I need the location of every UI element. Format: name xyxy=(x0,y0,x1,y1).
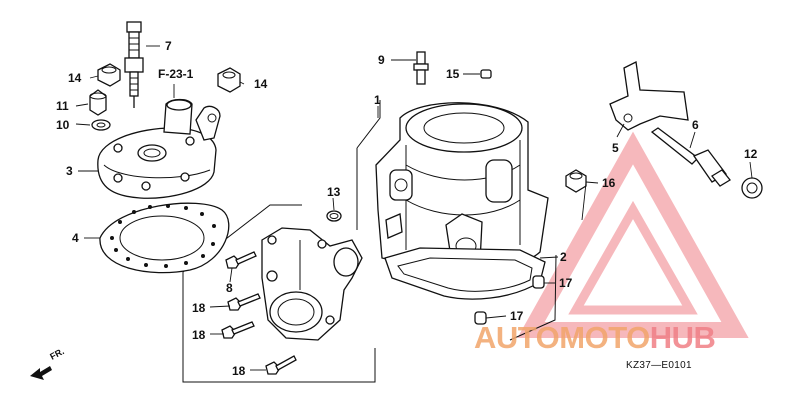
cylinder xyxy=(375,102,549,275)
callout-18-a: 18 xyxy=(192,301,206,315)
cap-nut-14-right xyxy=(217,67,241,93)
callout-6: 6 xyxy=(692,118,699,132)
bolt-8 xyxy=(225,251,257,269)
callout-5: 5 xyxy=(612,141,619,155)
spark-plug xyxy=(124,21,144,108)
dowel-pin-17-a xyxy=(532,275,545,289)
reference-label: F-23-1 xyxy=(158,67,194,81)
watermark-logo xyxy=(517,131,749,338)
callout-7: 7 xyxy=(165,39,172,53)
base-gasket xyxy=(384,247,546,300)
leader-lines xyxy=(75,45,753,371)
callout-9: 9 xyxy=(378,53,385,67)
cap-nut-14-left xyxy=(97,63,121,87)
callout-labels: 7 14 14 11 10 3 4 13 9 15 1 8 18 18 18 2… xyxy=(56,39,758,378)
watermark-text: AUTOMOTOHUB xyxy=(474,320,715,355)
nut-15 xyxy=(565,169,587,193)
callout-16: 15 xyxy=(446,67,460,81)
callout-17-a: 17 xyxy=(559,276,573,290)
callout-12: 12 xyxy=(744,147,758,161)
o-ring-13 xyxy=(326,210,342,222)
callout-14-right: 14 xyxy=(254,77,268,91)
bolt-18-a xyxy=(227,293,261,311)
callout-17-b: 17 xyxy=(510,309,524,323)
callout-10: 10 xyxy=(56,118,70,132)
callout-8: 8 xyxy=(226,281,233,295)
callout-4: 4 xyxy=(72,231,79,245)
dowel-pin-16 xyxy=(480,69,492,79)
shaft-6 xyxy=(650,127,731,187)
callout-18-b: 18 xyxy=(192,328,206,342)
head-gasket xyxy=(99,202,230,274)
callout-3: 3 xyxy=(66,164,73,178)
callout-1: 1 xyxy=(374,93,381,107)
callout-15: 16 xyxy=(602,176,616,190)
drawing-code: KZ37—E0101 xyxy=(626,360,692,371)
valve-housing xyxy=(261,227,363,341)
valve-arm-5 xyxy=(609,61,689,131)
front-direction-indicator: FR. xyxy=(30,346,66,380)
stud-bolt-9 xyxy=(413,51,429,85)
callout-14-left: 14 xyxy=(68,71,82,85)
callout-11: 11 xyxy=(56,99,69,113)
bolt-18-c xyxy=(265,355,297,375)
front-label: FR. xyxy=(48,346,65,362)
bolt-18-b xyxy=(221,321,255,339)
watermark-part-2: HUB xyxy=(650,320,716,355)
cap-nut-11 xyxy=(89,89,107,116)
washer-10 xyxy=(91,119,111,131)
callout-18-c: 18 xyxy=(232,364,246,378)
cylinder-head xyxy=(97,98,221,199)
seal-12 xyxy=(741,177,763,199)
callout-2: 2 xyxy=(560,250,567,264)
watermark-part-1: AUTOMOTO xyxy=(474,320,650,355)
callout-13: 13 xyxy=(327,185,341,199)
